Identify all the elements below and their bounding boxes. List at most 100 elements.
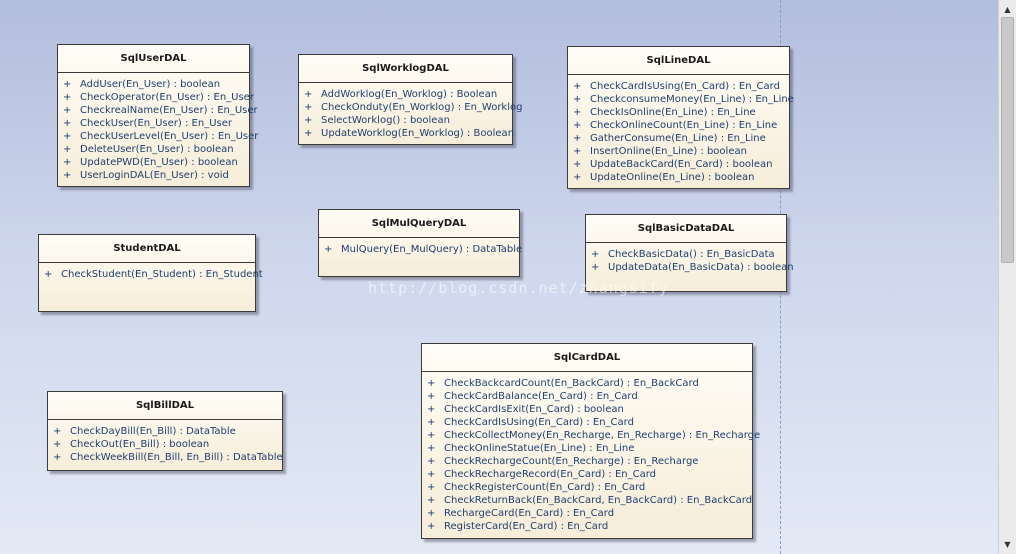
operation-row[interactable]: +AddUser(En_User) : boolean xyxy=(62,78,245,91)
operation-row[interactable]: +GatherConsume(En_Line) : En_Line xyxy=(572,132,785,145)
operation-signature: CheckIsOnline(En_Line) : En_Line xyxy=(590,107,756,118)
operation-signature: CheckOnduty(En_Worklog) : En_Worklog xyxy=(321,102,523,113)
operation-signature: UpdateOnline(En_Line) : boolean xyxy=(590,172,755,183)
class-operations: +CheckDayBill(En_Bill) : DataTable+Check… xyxy=(48,420,283,466)
public-visibility-icon: + xyxy=(304,102,313,113)
operation-signature: CheckBasicData() : En_BasicData xyxy=(608,249,775,260)
operation-row[interactable]: +CheckCardIsExit(En_Card) : boolean xyxy=(426,403,748,416)
operation-row[interactable]: +CheckOnlineCount(En_Line) : En_Line xyxy=(572,119,785,132)
public-visibility-icon: + xyxy=(63,118,72,129)
operation-row[interactable]: +UserLoginDAL(En_User) : void xyxy=(62,169,245,182)
operation-signature: CheckOut(En_Bill) : boolean xyxy=(70,439,210,450)
class-operations: +CheckCardIsUsing(En_Card) : En_Card+Che… xyxy=(568,75,794,186)
scroll-up-arrow-icon[interactable]: ▲ xyxy=(1004,5,1011,14)
vertical-scrollbar[interactable]: ▲ ▼ xyxy=(998,0,1016,554)
public-visibility-icon: + xyxy=(53,452,62,463)
operation-row[interactable]: + CheckDayBill(En_Bill) : DataTable xyxy=(52,425,278,438)
public-visibility-icon: + xyxy=(427,391,436,402)
operation-signature: CheckCollectMoney(En_Recharge, En_Rechar… xyxy=(444,430,761,441)
public-visibility-icon: + xyxy=(304,128,313,139)
operation-signature: CheckStudent(En_Student) : En_Student xyxy=(61,269,263,280)
operation-signature: CheckBackcardCount(En_BackCard) : En_Bac… xyxy=(444,378,699,389)
operation-row[interactable]: +CheckRegisterCount(En_Card) : En_Card xyxy=(426,481,748,494)
operation-row[interactable]: +CheckBasicData() : En_BasicData xyxy=(590,248,782,261)
operation-signature: UserLoginDAL(En_User) : void xyxy=(80,170,229,181)
class-box-studentdal[interactable]: StudentDAL +CheckStudent(En_Student) : E… xyxy=(38,234,263,312)
operation-signature: CheckCardIsUsing(En_Card) : En_Card xyxy=(444,417,634,428)
operation-signature: CheckReturnBack(En_BackCard, En_BackCard… xyxy=(444,495,753,506)
operation-row[interactable]: +CheckrealName(En_User) : En_User xyxy=(62,104,258,117)
operation-row[interactable]: +RegisterCard(En_Card) : En_Card xyxy=(426,520,748,533)
class-box-sqlmulquerydal[interactable]: SqlMulQueryDAL +MulQuery(En_MulQuery) : … xyxy=(318,209,522,277)
operation-row[interactable]: +SelectWorklog() : boolean xyxy=(303,114,508,127)
operation-row[interactable]: +DeleteUser(En_User) : boolean xyxy=(62,143,245,156)
class-operations: + CheckBackcardCount(En_BackCard) : En_Ba… xyxy=(422,372,760,535)
operation-row[interactable]: +CheckCollectMoney(En_Recharge, En_Recha… xyxy=(426,429,760,442)
public-visibility-icon: + xyxy=(53,426,62,437)
class-box-sqlcarddal[interactable]: SqlCardDAL +CheckBackcardCount(En_BackCa… xyxy=(421,343,760,539)
public-visibility-icon: + xyxy=(573,120,582,131)
public-visibility-icon: + xyxy=(63,157,72,168)
operation-row[interactable]: + CheckOut(En_Bill) : boolean xyxy=(52,438,278,451)
operation-row[interactable]: +CheckCardIsUsing(En_Card) : En_Card xyxy=(572,80,785,93)
operation-row[interactable]: + CheckCardIsUsing(En_Card) : En_Card xyxy=(426,416,748,429)
scroll-down-arrow-icon[interactable]: ▼ xyxy=(1004,540,1011,549)
operation-row[interactable]: +CheckCardBalance(En_Card) : En_Card xyxy=(426,390,748,403)
public-visibility-icon: + xyxy=(573,94,582,105)
operation-signature: MulQuery(En_MulQuery) : DataTable xyxy=(341,244,523,255)
class-name-header: StudentDAL xyxy=(39,235,255,263)
class-name-header: SqlMulQueryDAL xyxy=(319,210,519,238)
operation-row[interactable]: +CheckReturnBack(En_BackCard, En_BackCar… xyxy=(426,494,752,507)
operation-row[interactable]: +CheckStudent(En_Student) : En_Student xyxy=(43,268,263,281)
operation-row[interactable]: + CheckUserLevel(En_User) : En_User xyxy=(62,130,258,143)
operation-row[interactable]: +CheckRechargeRecord(En_Card) : En_Card xyxy=(426,468,748,481)
public-visibility-icon: + xyxy=(304,89,313,100)
operation-row[interactable]: +CheckconsumeMoney(En_Line) : En_Line xyxy=(572,93,794,106)
public-visibility-icon: + xyxy=(427,521,436,532)
operation-row[interactable]: +UpdateBackCard(En_Card) : boolean xyxy=(572,158,785,171)
class-box-sqlworklogdal[interactable]: SqlWorklogDAL +AddWorklog(En_Worklog) : … xyxy=(298,54,522,145)
public-visibility-icon: + xyxy=(573,107,582,118)
class-name-header: SqlLineDAL xyxy=(568,47,789,75)
class-box-sqlbasicdatadal[interactable]: SqlBasicDataDAL +CheckBasicData() : En_B… xyxy=(585,214,794,292)
class-operations: + AddWorklog(En_Worklog) : Boolean + CheckO… xyxy=(299,83,522,142)
public-visibility-icon: + xyxy=(53,439,62,450)
operation-row[interactable]: +UpdateData(En_BasicData) : boolean xyxy=(590,261,794,274)
operation-row[interactable]: +CheckOnlineStatue(En_Line) : En_Line xyxy=(426,442,748,455)
operation-signature: CheckDayBill(En_Bill) : DataTable xyxy=(70,426,236,437)
operation-row[interactable]: +UpdateWorklog(En_Worklog) : Boolean xyxy=(303,127,514,140)
class-name: SqlBillDAL xyxy=(135,400,195,411)
operation-row[interactable]: + CheckOnduty(En_Worklog) : En_Worklog xyxy=(303,101,522,114)
operation-signature: CheckCardIsExit(En_Card) : boolean xyxy=(444,404,624,415)
operation-row[interactable]: +CheckOperator(En_User) : En_User xyxy=(62,91,254,104)
class-name: SqlUserDAL xyxy=(120,53,187,64)
operation-row[interactable]: +CheckBackcardCount(En_BackCard) : En_Ba… xyxy=(426,377,748,390)
operation-row[interactable]: +CheckWeekBill(En_Bill, En_Bill) : DataT… xyxy=(52,451,283,464)
class-name: SqlLineDAL xyxy=(646,55,711,66)
operation-row[interactable]: + AddWorklog(En_Worklog) : Boolean xyxy=(303,88,508,101)
class-box-sqllinedal[interactable]: SqlLineDAL +CheckCardIsUsing(En_Card) : … xyxy=(567,46,794,189)
operation-signature: AddWorklog(En_Worklog) : Boolean xyxy=(321,89,498,100)
operation-row[interactable]: +UpdatePWD(En_User) : boolean xyxy=(62,156,245,169)
operation-signature: CheckUserLevel(En_User) : En_User xyxy=(80,131,259,142)
operation-signature: DeleteUser(En_User) : boolean xyxy=(80,144,234,155)
public-visibility-icon: + xyxy=(63,131,72,142)
scrollbar-thumb[interactable] xyxy=(1001,17,1014,263)
operation-row[interactable]: + CheckIsOnline(En_Line) : En_Line xyxy=(572,106,785,119)
operation-row[interactable]: +InsertOnline(En_Line) : boolean xyxy=(572,145,785,158)
operation-signature: CheckOperator(En_User) : En_User xyxy=(80,92,254,103)
operation-row[interactable]: +RechargeCard(En_Card) : En_Card xyxy=(426,507,748,520)
public-visibility-icon: + xyxy=(573,81,582,92)
operation-signature: CheckrealName(En_User) : En_User xyxy=(80,105,258,116)
class-operations: +CheckStudent(En_Student) : En_Student xyxy=(39,263,263,283)
class-box-sqlbilldal[interactable]: SqlBillDAL + CheckDayBill(En_Bill) : Data… xyxy=(47,391,283,471)
public-visibility-icon: + xyxy=(427,482,436,493)
operation-row[interactable]: +MulQuery(En_MulQuery) : DataTable xyxy=(323,243,522,256)
public-visibility-icon: + xyxy=(427,443,436,454)
operation-row[interactable]: +UpdateOnline(En_Line) : boolean xyxy=(572,171,785,184)
class-box-sqluserdal[interactable]: SqlUserDAL +AddUser(En_User) : boolean+C… xyxy=(57,44,258,187)
operation-row[interactable]: +CheckUser(En_User) : En_User xyxy=(62,117,245,130)
operation-row[interactable]: +CheckRechargeCount(En_Recharge) : En_Re… xyxy=(426,455,748,468)
public-visibility-icon: + xyxy=(427,417,436,428)
